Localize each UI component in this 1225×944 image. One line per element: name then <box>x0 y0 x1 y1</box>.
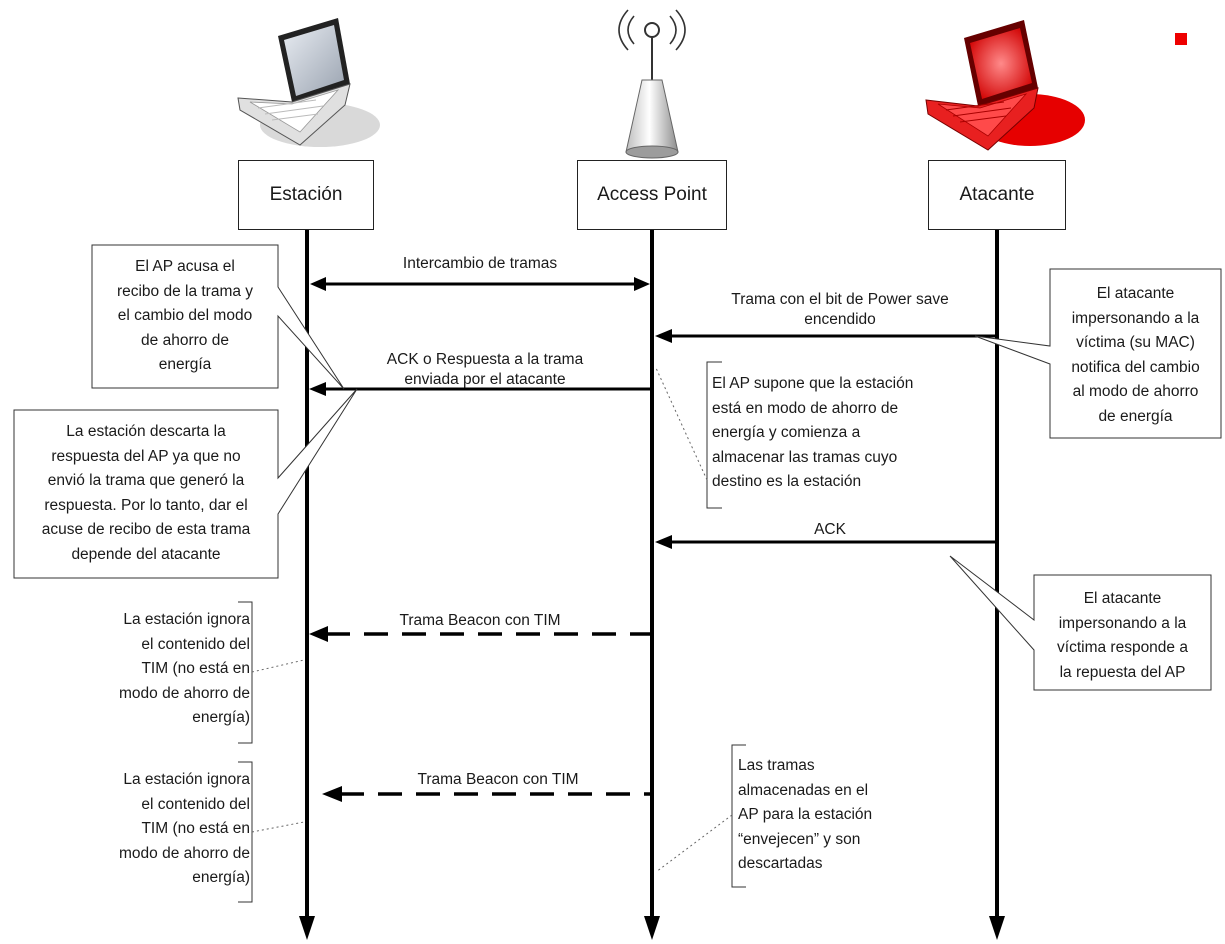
power-save-label: Trama con el bit de Power save encendido <box>690 290 990 330</box>
power-save-arrowhead <box>655 329 672 343</box>
beacon2-label: Trama Beacon con TIM <box>378 770 618 790</box>
note-line: el cambio del modo <box>117 307 253 324</box>
note-line: impersonando a la <box>1071 309 1200 327</box>
ap-assumes-bracket <box>706 361 722 509</box>
beacon1-text: Trama Beacon con TIM <box>399 612 561 629</box>
ack-arrowhead <box>655 535 672 549</box>
station-lifeline-arrowhead <box>299 916 315 940</box>
ack-response-arrowhead <box>309 382 326 396</box>
ignore2-note: La estación ignora el contenido del TIM … <box>60 768 250 891</box>
note-line: energía <box>158 356 212 373</box>
note-line: al modo de ahorro <box>1072 383 1199 400</box>
note-line: La estación ignora <box>123 771 250 788</box>
exchange-arrowhead-left <box>310 277 326 291</box>
exchange-arrowhead-right <box>634 277 650 291</box>
note-line: impersonando a la <box>1058 614 1187 632</box>
ap-lifeline-arrowhead <box>644 916 660 940</box>
note-line: La estación ignora <box>123 611 250 628</box>
note-line: víctima (su MAC) <box>1076 334 1195 351</box>
note-line: almacenadas en el <box>738 781 869 799</box>
note-line: energía) <box>192 709 250 726</box>
access-point-icon <box>618 9 686 159</box>
note-line: recibo de la trama y <box>116 282 254 300</box>
exchange-text: Intercambio de tramas <box>402 255 558 272</box>
note-line: energía y comienza a <box>712 424 861 441</box>
ack-response-line: enviada por el atacante <box>404 371 566 388</box>
actor-station-label: Estación <box>269 184 343 205</box>
aged-bracket <box>731 744 746 888</box>
note-line: respuesta del AP ya que no <box>51 447 241 465</box>
ack-response-line: ACK o Respuesta a la trama <box>386 351 584 368</box>
attacker-laptop-icon <box>925 20 1085 151</box>
station-discards-callout <box>13 388 358 579</box>
note-line: el contenido del <box>141 795 250 813</box>
note-line: El AP supone que la estación <box>712 375 914 392</box>
laptop-icon <box>237 18 380 147</box>
actor-attacker: Atacante <box>928 160 1066 230</box>
note-line: la repuesta del AP <box>1059 663 1186 681</box>
note-line: envió la trama que generó la <box>47 472 245 489</box>
aged-note: Las tramas almacenadas en el AP para la … <box>738 754 908 877</box>
note-line: está en modo de ahorro de <box>712 399 899 417</box>
actor-attacker-label: Atacante <box>959 184 1035 205</box>
beacon2-arrowhead <box>322 786 342 802</box>
note-line: respuesta. Por lo tanto, dar el <box>44 496 248 514</box>
attacker-lifeline-arrowhead <box>989 916 1005 940</box>
note-line: El atacante <box>1096 285 1175 302</box>
actor-access-point: Access Point <box>577 160 727 230</box>
note-line: energía) <box>192 869 250 886</box>
note-line: acuse de recibo de esta trama <box>41 521 251 538</box>
ap-assumes-note: El AP supone que la estación está en mod… <box>712 372 952 495</box>
attacker-responds-callout <box>949 555 1212 691</box>
note-line: de energía <box>1098 407 1173 425</box>
note-line: destino es la estación <box>712 473 862 490</box>
note-line: depende del atacante <box>71 545 221 563</box>
attacker-responds-note: El atacante impersonando a la víctima re… <box>1034 587 1211 685</box>
beacon2-text: Trama Beacon con TIM <box>417 771 579 788</box>
note-line: “envejecen” y son <box>738 830 861 848</box>
ap-ack-callout <box>91 244 345 390</box>
note-line: el contenido del <box>141 635 250 653</box>
note-line: modo de ahorro de <box>119 684 250 702</box>
actor-access-point-label: Access Point <box>597 184 707 205</box>
ack-label: ACK <box>780 520 880 540</box>
note-line: de ahorro de <box>141 331 229 349</box>
power-save-line: Trama con el bit de Power save <box>731 291 949 308</box>
ack-text: ACK <box>814 521 846 538</box>
note-line: TIM (no está en <box>141 820 250 837</box>
note-line: Las tramas <box>738 757 815 774</box>
note-line: La estación descarta la <box>66 423 226 440</box>
note-line: almacenar las tramas cuyo <box>712 448 898 466</box>
power-save-line: encendido <box>804 311 876 328</box>
note-line: descartadas <box>738 855 823 872</box>
note-line: AP para la estación <box>738 806 873 823</box>
attacker-notifies-callout <box>974 268 1222 439</box>
note-line: El AP acusa el <box>135 258 235 275</box>
beacon1-label: Trama Beacon con TIM <box>360 611 600 631</box>
note-line: modo de ahorro de <box>119 844 250 862</box>
ack-response-label: ACK o Respuesta a la trama enviada por e… <box>340 350 630 390</box>
ignore1-bracket <box>238 601 253 744</box>
beacon1-arrowhead <box>309 626 328 642</box>
exchange-label: Intercambio de tramas <box>360 254 600 274</box>
red-square-icon <box>1175 33 1187 45</box>
ignore1-note: La estación ignora el contenido del TIM … <box>60 608 250 731</box>
note-line: El atacante <box>1083 590 1162 607</box>
note-line: víctima responde a <box>1057 639 1188 656</box>
attacker-notifies-note: El atacante impersonando a la víctima (s… <box>1050 282 1221 429</box>
actor-station: Estación <box>238 160 374 230</box>
note-line: TIM (no está en <box>141 660 250 677</box>
ap-ack-note: El AP acusa el recibo de la trama y el c… <box>92 255 278 378</box>
station-discards-note: La estación descarta la respuesta del AP… <box>14 420 278 567</box>
note-line: notifica del cambio <box>1071 358 1200 376</box>
